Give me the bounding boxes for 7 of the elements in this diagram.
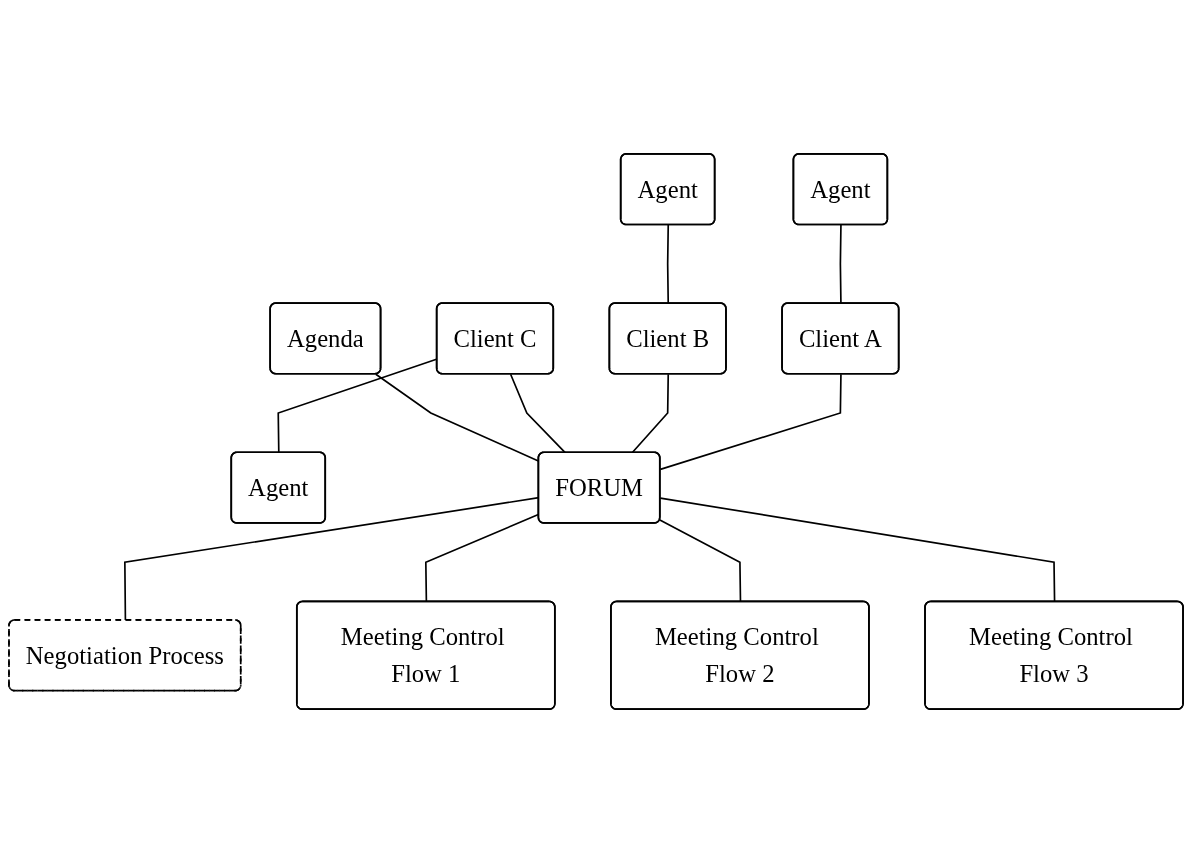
connector	[666, 224, 670, 305]
connector	[659, 497, 1056, 603]
connector	[659, 519, 742, 603]
connector	[659, 373, 842, 471]
connector	[839, 224, 842, 305]
connector	[509, 373, 567, 454]
connector	[631, 373, 670, 454]
